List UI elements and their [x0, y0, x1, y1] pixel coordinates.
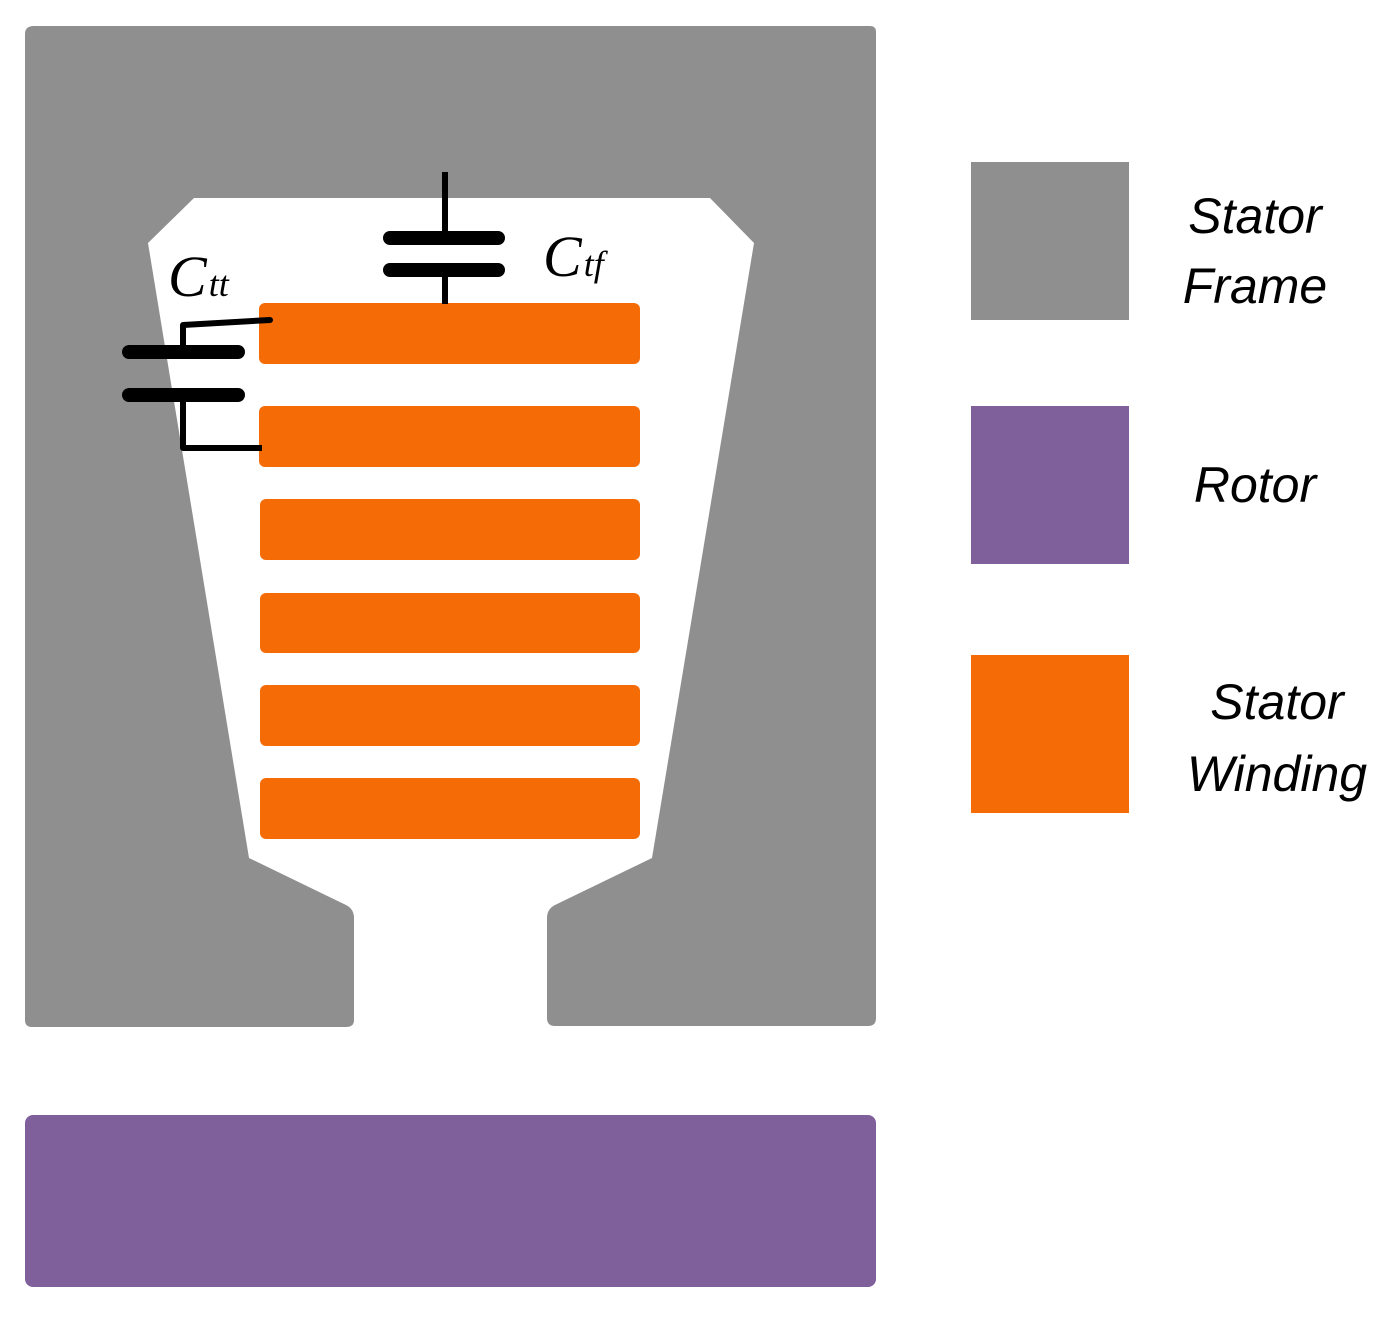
capacitor-turn-to-frame	[383, 172, 505, 304]
legend-swatch-rotor	[971, 406, 1129, 564]
label-c-tf: Ctf	[543, 224, 609, 289]
winding-bar	[259, 303, 640, 364]
legend-label-stator-frame-2: Frame	[1183, 258, 1327, 314]
legend-label-rotor: Rotor	[1194, 457, 1319, 513]
legend-swatch-stator-winding	[971, 655, 1129, 813]
cap-tt-top-lead	[180, 317, 273, 355]
stator-frame-right	[547, 198, 876, 1026]
label-c-tf-symbol: C	[543, 224, 583, 289]
label-c-tf-subscript: tf	[584, 244, 609, 284]
legend-label-stator-winding: Stator	[1210, 674, 1346, 730]
label-c-tt-symbol: C	[168, 244, 208, 309]
label-c-tt: Ctt	[168, 244, 230, 309]
capacitor-turn-to-turn	[122, 317, 273, 451]
cap-tt-bottom-lead	[180, 395, 262, 451]
legend-label-stator-winding-2: Winding	[1187, 746, 1367, 802]
winding-bar	[260, 499, 640, 560]
label-c-tt-subscript: tt	[209, 264, 230, 304]
legend: Stator Frame Rotor Stator Winding	[971, 162, 1367, 813]
stator-winding-group	[259, 303, 640, 839]
winding-bar	[260, 593, 640, 653]
legend-swatch-stator-frame	[971, 162, 1129, 320]
legend-label-stator-frame: Stator	[1188, 188, 1324, 244]
winding-bar	[260, 685, 640, 746]
winding-bar	[259, 406, 640, 467]
stator-frame-left	[25, 26, 876, 1027]
winding-bar	[260, 778, 640, 839]
rotor	[25, 1115, 876, 1287]
